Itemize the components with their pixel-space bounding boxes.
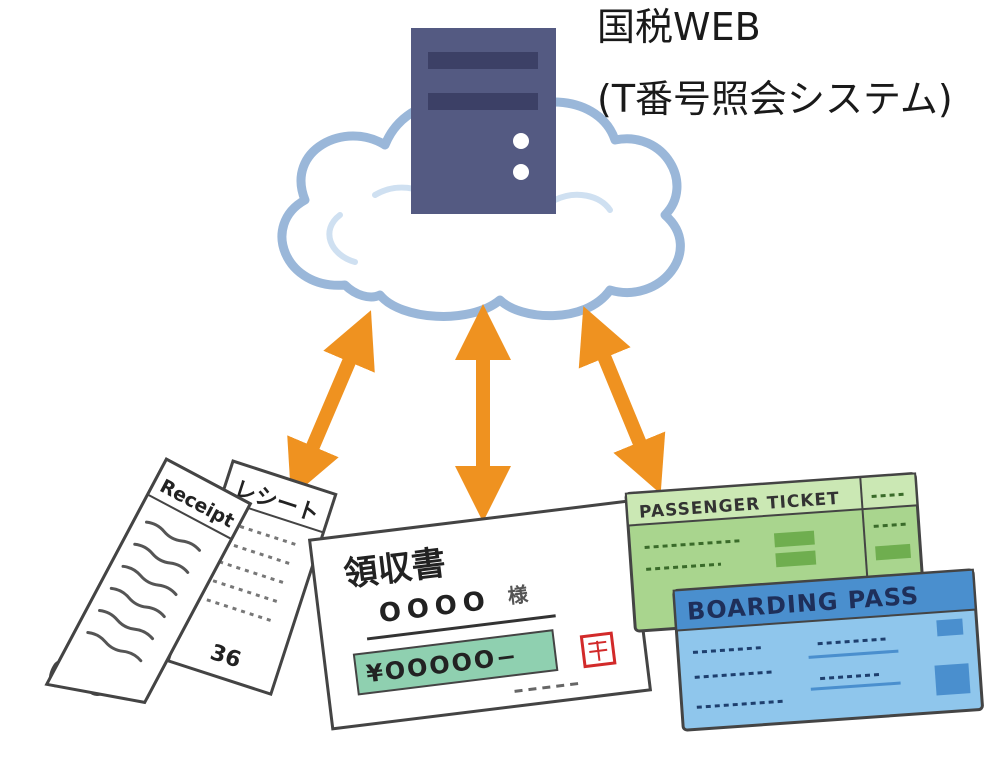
arrow-tickets: [578, 306, 666, 494]
invoice-honorific: 様: [506, 582, 530, 608]
receipt-long: Receipt: [44, 457, 253, 705]
arrow-receipts: [287, 310, 375, 498]
system-title-line-2: (T番号照会システム): [597, 77, 953, 121]
connection-arrows: [287, 304, 666, 522]
invoice-card: 領収書 OOOO 様 ¥OOOOO−: [307, 499, 653, 731]
receipt-short: レシート 36: [166, 459, 338, 697]
stamp-icon: [579, 631, 617, 669]
invoice-amount-field: [352, 629, 559, 696]
boarding-pass: BOARDING PASS: [672, 568, 984, 732]
server-icon: [411, 28, 556, 214]
system-title-line-1: 国税WEB: [597, 5, 761, 49]
